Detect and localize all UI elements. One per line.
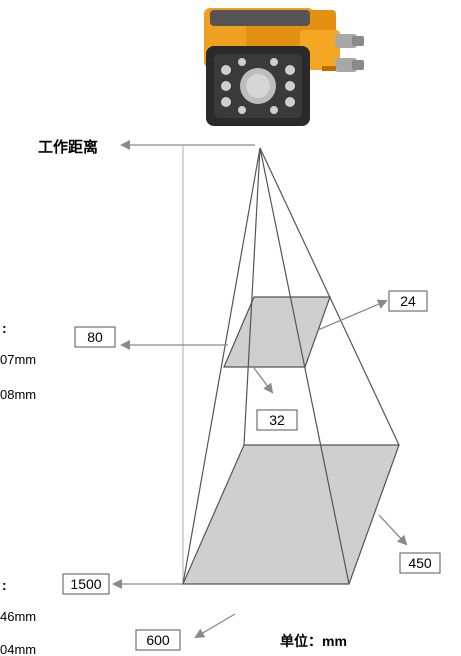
far-distance-value: 1500 [70,576,101,592]
far-distance-box [62,573,110,595]
near-width-box [256,409,298,431]
near-height-value: 24 [400,293,416,309]
far-width-box [135,629,181,651]
near-field-plane [223,296,331,368]
far-field-plane [182,444,400,585]
view-frustum-edges [182,147,400,585]
near-height-box [388,290,428,312]
camera-device-icon [204,8,364,126]
far-side-text-line2: 04mm [0,642,36,656]
near-width-value: 32 [269,412,285,428]
unit-label: 单位：mm [280,633,347,649]
near-side-text-colon: : [2,320,7,336]
working-distance-heading: 工作距离 [38,138,98,156]
near-side-text-line2: 08mm [0,387,36,402]
near-side-text-line1: 07mm [0,352,36,367]
near-distance-box [74,326,116,348]
far-height-value: 450 [408,555,432,571]
far-side-text-line1: 46mm [0,609,36,624]
far-side-text-colon: : [2,577,7,593]
far-width-value: 600 [146,632,170,648]
near-distance-value: 80 [87,329,103,345]
far-height-box [399,552,441,574]
